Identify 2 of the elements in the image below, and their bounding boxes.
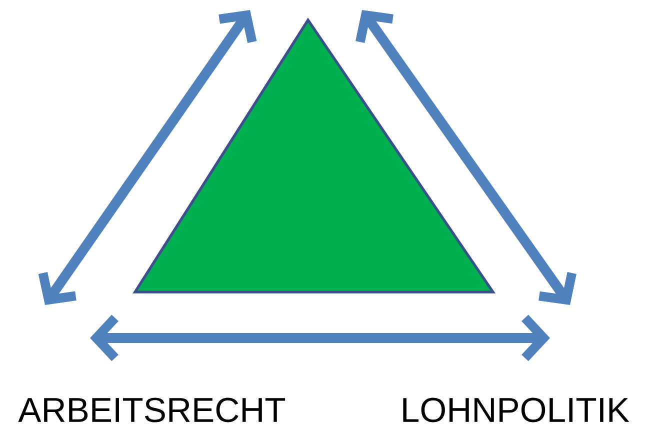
corner-label: ARBEITSRECHT — [18, 398, 286, 422]
corner-label: LOHNPOLITIK — [403, 398, 630, 422]
